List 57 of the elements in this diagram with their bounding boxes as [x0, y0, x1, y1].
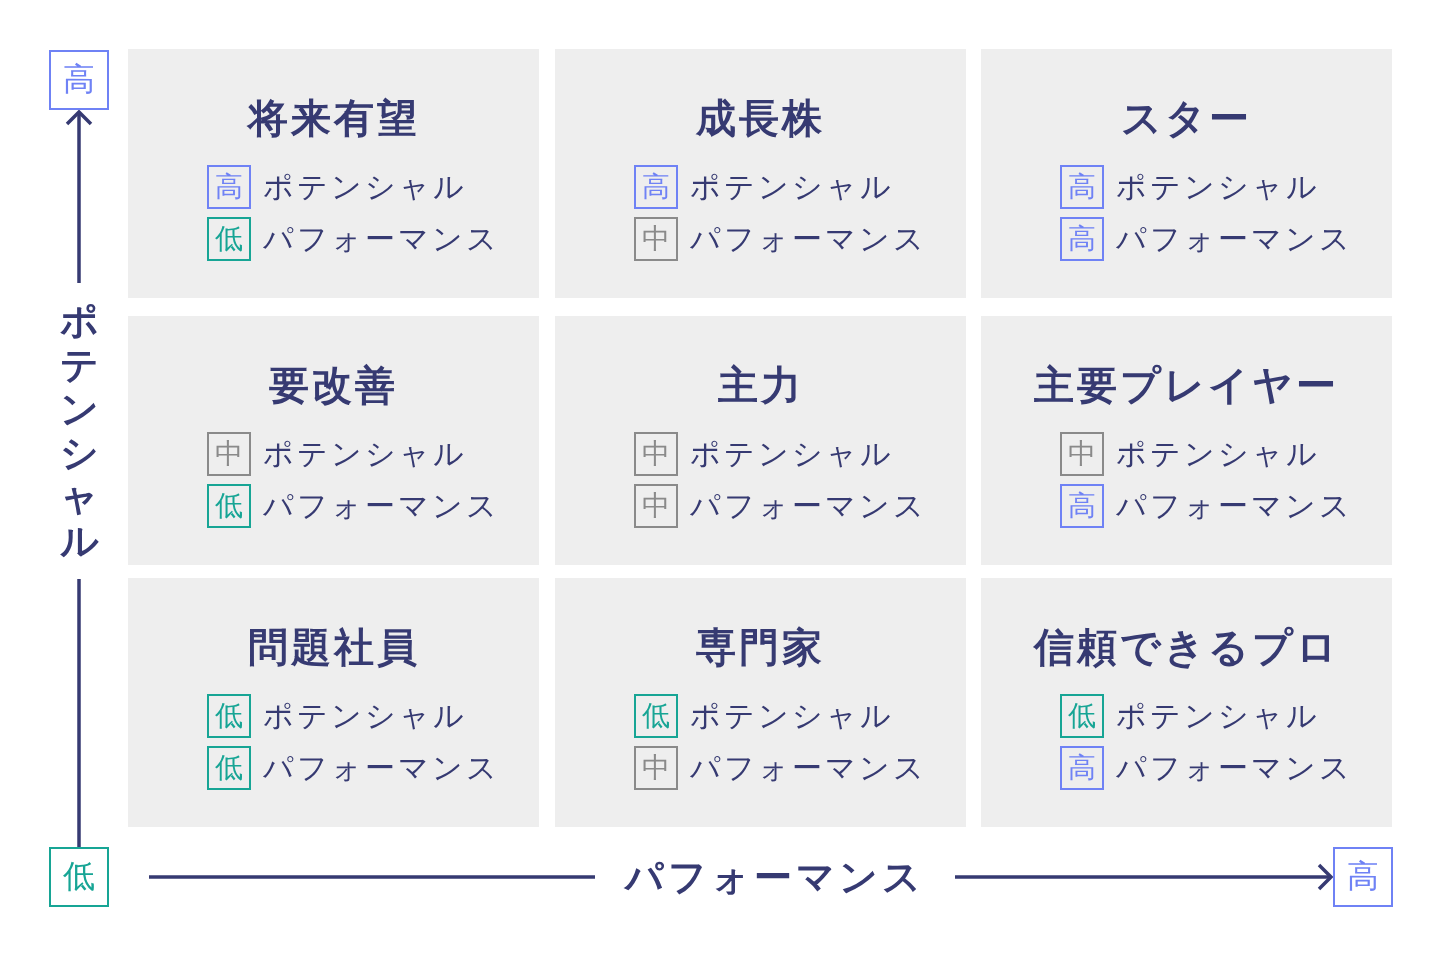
level-badge: 高 [634, 165, 678, 209]
category-card [555, 578, 966, 827]
level-badge: 中 [634, 217, 678, 261]
metric-label: ポテンシャル [690, 697, 894, 735]
category-card [981, 49, 1392, 298]
level-badge: 高 [1060, 746, 1104, 790]
level-badge: 高 [1060, 484, 1104, 528]
card-title: 主要プレイヤー [1033, 361, 1340, 410]
level-badge: 中 [634, 484, 678, 528]
card-title: 成長株 [695, 94, 826, 143]
level-badge: 高 [1060, 165, 1104, 209]
category-card [128, 49, 539, 298]
card-title: 将来有望 [246, 94, 421, 143]
level-badge: 高 [1333, 847, 1393, 907]
level-badge: 中 [1060, 432, 1104, 476]
level-badge: 中 [634, 746, 678, 790]
metric-label: パフォーマンス [1116, 749, 1353, 787]
card-title: 主力 [716, 361, 805, 410]
metric-label: ポテンシャル [690, 168, 894, 206]
card-title: 問題社員 [246, 623, 421, 672]
metric-label: ポテンシャル [1116, 435, 1320, 473]
metric-label: ポテンシャル [690, 435, 894, 473]
level-badge: 低 [207, 694, 251, 738]
level-badge: 高 [1060, 217, 1104, 261]
category-card [981, 316, 1392, 565]
category-card [981, 578, 1392, 827]
level-badge: 低 [207, 484, 251, 528]
metric-label: ポテンシャル [1116, 697, 1320, 735]
category-card [555, 316, 966, 565]
category-card [555, 49, 966, 298]
card-title: 専門家 [695, 623, 826, 672]
category-card [128, 578, 539, 827]
metric-label: パフォーマンス [1116, 487, 1353, 525]
metric-label: ポテンシャル [263, 435, 467, 473]
metric-label: ポテンシャル [1116, 168, 1320, 206]
metric-label: パフォーマンス [263, 487, 500, 525]
level-badge: 低 [1060, 694, 1104, 738]
metric-label: パフォーマンス [263, 749, 500, 787]
card-title: 要改善 [268, 361, 399, 410]
level-badge: 高 [207, 165, 251, 209]
level-badge: 低 [207, 217, 251, 261]
metric-label: パフォーマンス [263, 220, 500, 258]
level-badge: 高 [49, 50, 109, 110]
metric-label: パフォーマンス [1116, 220, 1353, 258]
level-badge: 低 [634, 694, 678, 738]
category-card [128, 316, 539, 565]
level-badge: 中 [634, 432, 678, 476]
level-badge: 低 [49, 847, 109, 907]
card-title: 信頼できるプロ [1032, 623, 1341, 672]
level-badge: 低 [207, 746, 251, 790]
card-title: スター [1120, 94, 1253, 143]
level-badge: 中 [207, 432, 251, 476]
metric-label: パフォーマンス [690, 220, 927, 258]
metric-label: ポテンシャル [263, 168, 467, 206]
metric-label: ポテンシャル [263, 697, 467, 735]
metric-label: パフォーマンス [690, 487, 927, 525]
metric-label: パフォーマンス [690, 749, 927, 787]
